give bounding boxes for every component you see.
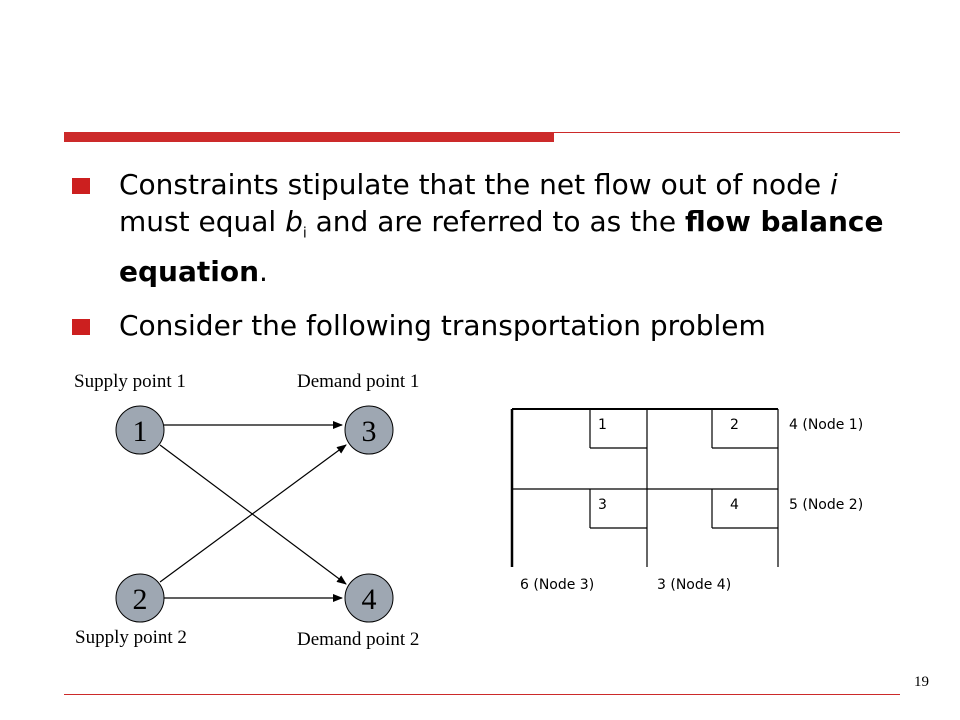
column-demand-2: 3 (Node 4) (657, 577, 732, 593)
title-rule (554, 132, 900, 133)
node-1 (115, 405, 165, 455)
arc-2-to-3 (159, 444, 347, 583)
bullet-square-icon (72, 178, 90, 194)
bullet-item-transportation: Consider the following transportation pr… (72, 307, 912, 344)
bullet-list: Constraints stipulate that the net flow … (72, 166, 912, 361)
node-2 (115, 573, 165, 623)
row-supply-2: 5 (Node 2) (789, 497, 864, 513)
title-accent-bar (64, 132, 554, 142)
node-4-label: 4 (362, 583, 377, 616)
node-2-label: 2 (133, 583, 148, 616)
node-1-label: 1 (133, 415, 148, 448)
supply-point-1-label: Supply point 1 (74, 371, 186, 392)
bullet-square-icon (72, 318, 90, 335)
demand-point-1-label: Demand point 1 (297, 371, 420, 392)
bullet-italic-b: b (285, 205, 303, 238)
column-demand-1: 6 (Node 3) (520, 577, 595, 593)
bullet-text: Consider the following transportation pr… (119, 308, 766, 342)
bullet-text-part3: and are referred to as the (306, 205, 685, 238)
arc-1-to-4 (159, 444, 347, 585)
tableau-cell-2: 2 (730, 417, 739, 433)
footer-rule (64, 694, 900, 695)
row-supply-1: 4 (Node 1) (789, 417, 864, 433)
bullet-italic-i: i (830, 168, 838, 201)
bullet-text-part2: must equal (119, 205, 286, 238)
node-4 (344, 573, 394, 623)
node-3 (344, 405, 394, 455)
tableau-cell-4: 4 (730, 497, 739, 513)
demand-point-2-label: Demand point 2 (297, 629, 420, 650)
bullet-item-constraints: Constraints stipulate that the net flow … (72, 166, 912, 290)
transportation-tableau (510, 408, 779, 567)
supply-point-2-label: Supply point 2 (75, 627, 187, 648)
bullet-text-part4: . (259, 254, 268, 288)
node-3-label: 3 (362, 415, 377, 448)
bullet-bold-term: flow balance equation (119, 205, 884, 288)
tableau-cell-1: 1 (598, 417, 607, 433)
page-number: 19 (914, 674, 929, 690)
bullet-subscript-i: i (302, 225, 307, 242)
bullet-text-part1: Constraints stipulate that the net flow … (119, 168, 831, 201)
tableau-cell-3: 3 (598, 497, 607, 513)
